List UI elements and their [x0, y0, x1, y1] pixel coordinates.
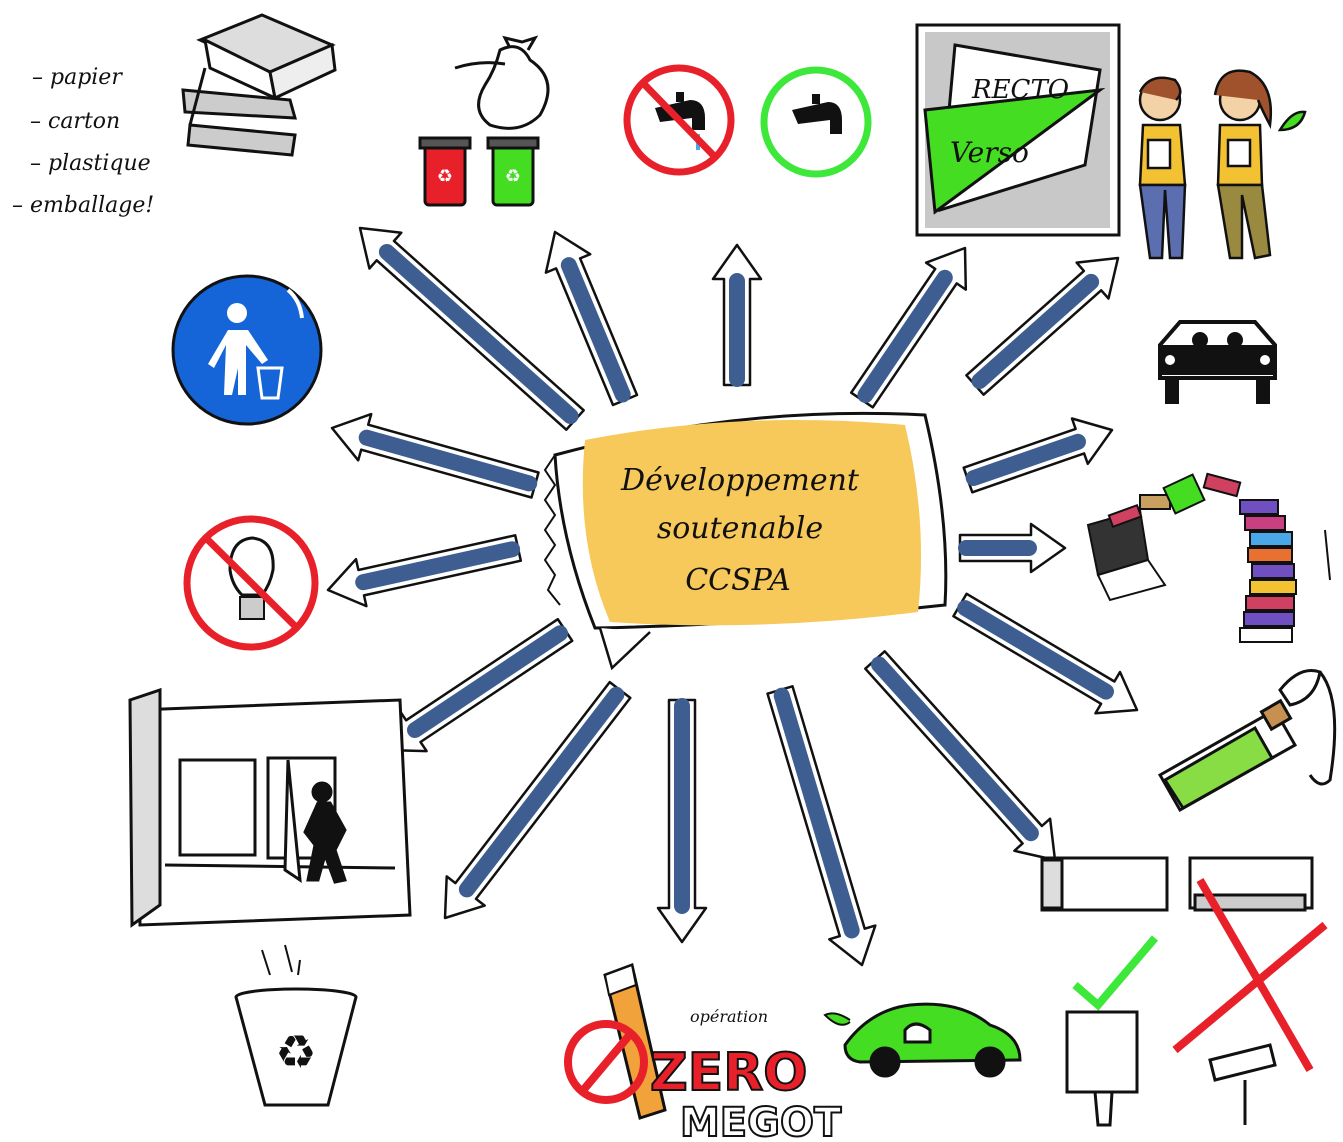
center-title-line3: CCSPA [685, 563, 791, 598]
battery-charger-icon [1157, 669, 1337, 813]
carpool-car-icon [1158, 320, 1277, 404]
packaging-item-3: – plastique [30, 151, 151, 176]
zero-megot-icon: opération ZERO MEGOT [564, 962, 843, 1142]
zero-label: ZERO [650, 1043, 807, 1103]
arrow-fill-5 [971, 273, 1100, 389]
paper-towel-icon [1040, 856, 1169, 1127]
packaging-list: – papier – carton – plastique – emballag… [12, 65, 154, 218]
arrow-fill-12 [458, 686, 625, 898]
svg-text:♻: ♻ [275, 1025, 316, 1079]
svg-text:♻: ♻ [437, 166, 453, 187]
arrow-fill-1 [378, 244, 579, 424]
arrow-fill-15 [871, 656, 1039, 842]
electric-car-icon [823, 1002, 1022, 1078]
verso-label: Verso [950, 136, 1029, 169]
arrow-fill-11 [407, 625, 568, 738]
arrow-fill-2 [560, 257, 631, 403]
laptop-books-icon [1086, 472, 1331, 643]
no-running-tap-icon [623, 64, 735, 176]
arrow-fill-10 [957, 600, 1114, 700]
center-title-line1: Développement [620, 463, 860, 498]
arrow-fill-14 [773, 687, 860, 939]
arrows-group [326, 226, 1139, 967]
megot-label: MEGOT [680, 1100, 842, 1142]
no-lightbulb-icon [183, 515, 319, 651]
packaging-item-2: – carton [30, 109, 120, 134]
packaging-item-1: – papier [32, 65, 123, 90]
arrow-fill-6 [358, 429, 538, 492]
arrow-fill-4 [857, 269, 953, 403]
svg-text:♻: ♻ [505, 166, 521, 187]
no-paper-towel-icon [1172, 856, 1328, 1125]
center-highlight [582, 420, 922, 626]
center-title-line2: soutenable [657, 511, 823, 546]
recto-label: RECTO [971, 75, 1069, 105]
students-icon [1138, 69, 1307, 260]
cardboard-boxes-icon [181, 13, 337, 157]
recycle-bin-icon: ♻ [234, 944, 358, 1107]
center-node: Développement soutenable CCSPA [543, 411, 948, 671]
recto-verso-paper-icon: RECTO Verso [915, 23, 1121, 237]
tap-allowed-icon [760, 66, 872, 178]
exit-door-icon [128, 687, 412, 928]
arrow-fill-9 [355, 541, 521, 591]
arrow-fill-7 [965, 433, 1086, 486]
packaging-item-4: – emballage! [12, 193, 154, 218]
trash-bag-bins-icon: ♻ ♻ [418, 35, 550, 207]
operation-label: opération [690, 1007, 768, 1026]
litter-bin-sign-icon [171, 274, 323, 426]
